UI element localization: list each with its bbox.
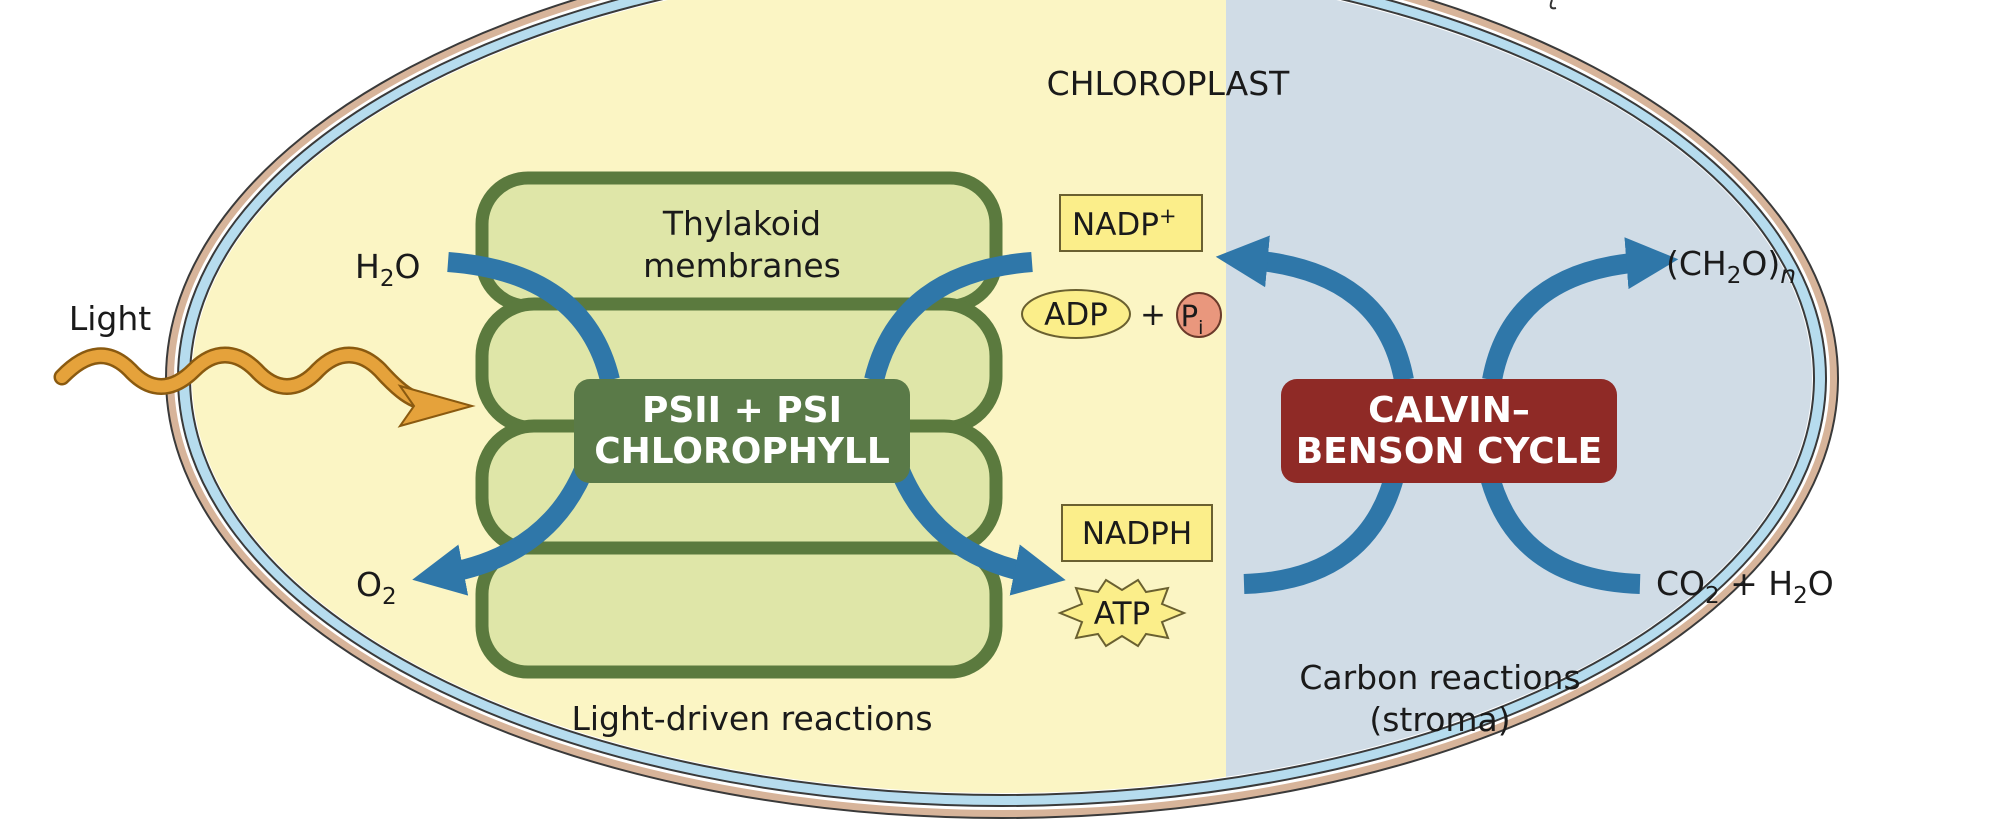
carbon-reactions-label-line1: Carbon reactions	[1299, 658, 1580, 697]
adp-label: ADP	[1044, 297, 1108, 333]
carbon-reactions-label-line2: (stroma)	[1369, 700, 1510, 739]
chloroplast-title: CHLOROPLAST	[1047, 64, 1291, 103]
thylakoid-label-line1: Thylakoid	[662, 204, 821, 243]
calvin-label-line1: CALVIN–	[1368, 390, 1530, 431]
calvin-cycle-box: CALVIN– BENSON CYCLE	[1281, 379, 1617, 483]
o2-output-label: O2	[356, 565, 397, 610]
adp-pi-group: ADP + Pi	[1021, 289, 1222, 339]
calvin-side-arrows	[1215, 235, 1679, 594]
nadp-plus-box: NADP+	[1059, 194, 1203, 252]
nadph-box: NADPH	[1061, 504, 1213, 562]
pi-label: Pi	[1181, 299, 1204, 339]
nadp-in-arrow	[864, 252, 1033, 383]
co2-in-arrow	[1478, 467, 1641, 594]
h2o-in-arrow	[447, 252, 620, 383]
ch2o-out-arrow	[1482, 237, 1679, 382]
h2o-input-label: H2O	[355, 247, 420, 292]
nadph-label: NADPH	[1082, 516, 1192, 552]
atp-starburst: ATP	[1057, 578, 1187, 648]
photosystem-label-line2: CHLOROPHYLL	[594, 431, 890, 472]
light-driven-reactions-label: Light-driven reactions	[571, 699, 932, 738]
nadph-atp-in-arrow	[1243, 467, 1406, 594]
ch2o-output-label: (CH2O)n	[1666, 244, 1796, 289]
thylakoid-disc	[475, 541, 1003, 679]
stray-mark	[1549, 0, 1557, 10]
adp-plus-sign: +	[1140, 297, 1166, 333]
nadp-out-arrow	[1215, 235, 1414, 382]
pi-circle	[1176, 292, 1222, 338]
adp-oval	[1021, 289, 1131, 339]
photosystem-box: PSII + PSI CHLOROPHYLL	[574, 379, 910, 483]
calvin-label-line2: BENSON CYCLE	[1296, 431, 1603, 472]
light-label: Light	[69, 299, 151, 338]
photosystem-label-line1: PSII + PSI	[642, 390, 842, 431]
nadp-plus-label: NADP+	[1072, 204, 1177, 243]
light-arrow	[53, 346, 476, 428]
atp-label: ATP	[1094, 596, 1150, 632]
co2-h2o-input-label: CO2 + H2O	[1656, 564, 1834, 609]
thylakoid-label-line2: membranes	[643, 246, 841, 285]
